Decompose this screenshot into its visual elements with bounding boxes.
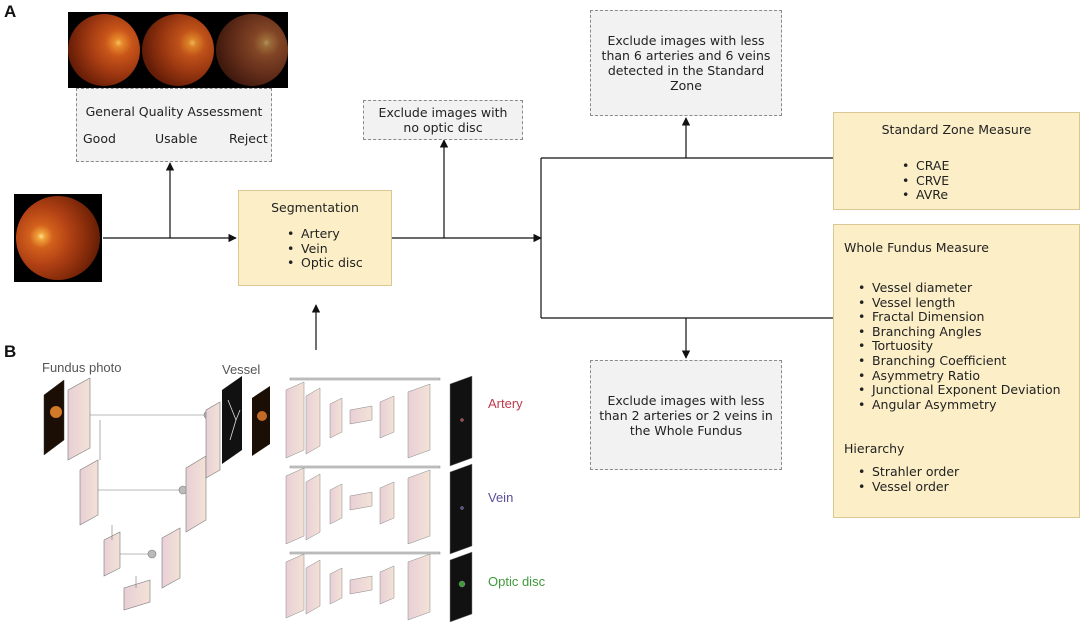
- output-label-vein: Vein: [488, 490, 514, 505]
- segmentation-item: Artery: [287, 226, 363, 242]
- exclude-whole-box: Exclude images with less than 2 arteries…: [590, 360, 782, 470]
- usable-example-image: [142, 12, 214, 88]
- standard-zone-item: CRVE: [902, 173, 949, 189]
- standard-zone-box: Standard Zone Measure CRAE CRVE AVRe: [833, 112, 1080, 210]
- hierarchy-item: Vessel order: [858, 479, 959, 495]
- segmentation-item: Optic disc: [287, 256, 363, 271]
- whole-fundus-item: Asymmetry Ratio: [858, 368, 1061, 384]
- whole-fundus-item: Branching Angles: [858, 324, 1061, 340]
- whole-fundus-list: Vessel diameter Vessel length Fractal Di…: [858, 280, 1061, 413]
- artery-unet: [285, 375, 473, 467]
- vessel-map-block: [222, 376, 270, 464]
- hierarchy-list: Strahler order Vessel order: [858, 464, 959, 495]
- standard-zone-item: AVRe: [902, 188, 949, 203]
- exclude-optic-box: Exclude images with no optic disc: [363, 100, 523, 140]
- network-architecture-diagram: [43, 375, 473, 623]
- whole-fundus-box: Whole Fundus Measure Vessel diameter Ves…: [833, 224, 1080, 518]
- vein-unet: [285, 463, 473, 555]
- standard-zone-item: CRAE: [902, 158, 949, 174]
- grade-usable: Usable: [155, 131, 198, 146]
- whole-fundus-item: Vessel length: [858, 295, 1061, 311]
- whole-fundus-item: Fractal Dimension: [858, 310, 1061, 325]
- output-label-optic: Optic disc: [488, 574, 546, 589]
- whole-fundus-item: Junctional Exponent Deviation: [858, 383, 1061, 398]
- segmentation-box: Segmentation Artery Vein Optic disc: [238, 190, 392, 286]
- panel-b-label: B: [4, 342, 17, 361]
- optic-disc-unet: [285, 551, 473, 623]
- output-unets: [285, 375, 473, 623]
- panel-a-label: A: [4, 2, 17, 21]
- good-example-image: [68, 12, 140, 88]
- grade-reject: Reject: [229, 131, 268, 146]
- exclude-standard-box: Exclude images with less than 6 arteries…: [590, 10, 782, 116]
- segmentation-title: Segmentation: [271, 200, 359, 215]
- output-label-artery: Artery: [488, 396, 523, 411]
- quality-assessment-box: General Quality Assessment Good Usable R…: [76, 88, 272, 162]
- standard-zone-title: Standard Zone Measure: [881, 122, 1032, 137]
- standard-zone-list: CRAE CRVE AVRe: [902, 158, 949, 203]
- hierarchy-title: Hierarchy: [844, 441, 905, 456]
- input-image-block: [43, 379, 65, 456]
- whole-fundus-item: Tortuosity: [858, 339, 1061, 354]
- quality-example-images: [68, 12, 288, 88]
- vessel-unet: [67, 377, 221, 611]
- segmentation-item: Vein: [287, 241, 363, 257]
- whole-fundus-item: Angular Asymmetry: [858, 397, 1061, 413]
- vessel-label: Vessel: [222, 362, 261, 377]
- whole-fundus-item: Vessel diameter: [858, 280, 1061, 296]
- input-fundus-image: [14, 194, 102, 282]
- quality-title: General Quality Assessment: [85, 104, 263, 119]
- fundus-photo-label: Fundus photo: [42, 360, 122, 375]
- whole-fundus-title: Whole Fundus Measure: [844, 240, 989, 255]
- whole-fundus-item: Branching Coefficient: [858, 353, 1061, 369]
- hierarchy-item: Strahler order: [858, 464, 959, 480]
- reject-example-image: [216, 12, 288, 88]
- grade-good: Good: [83, 131, 116, 146]
- segmentation-list: Artery Vein Optic disc: [287, 226, 363, 271]
